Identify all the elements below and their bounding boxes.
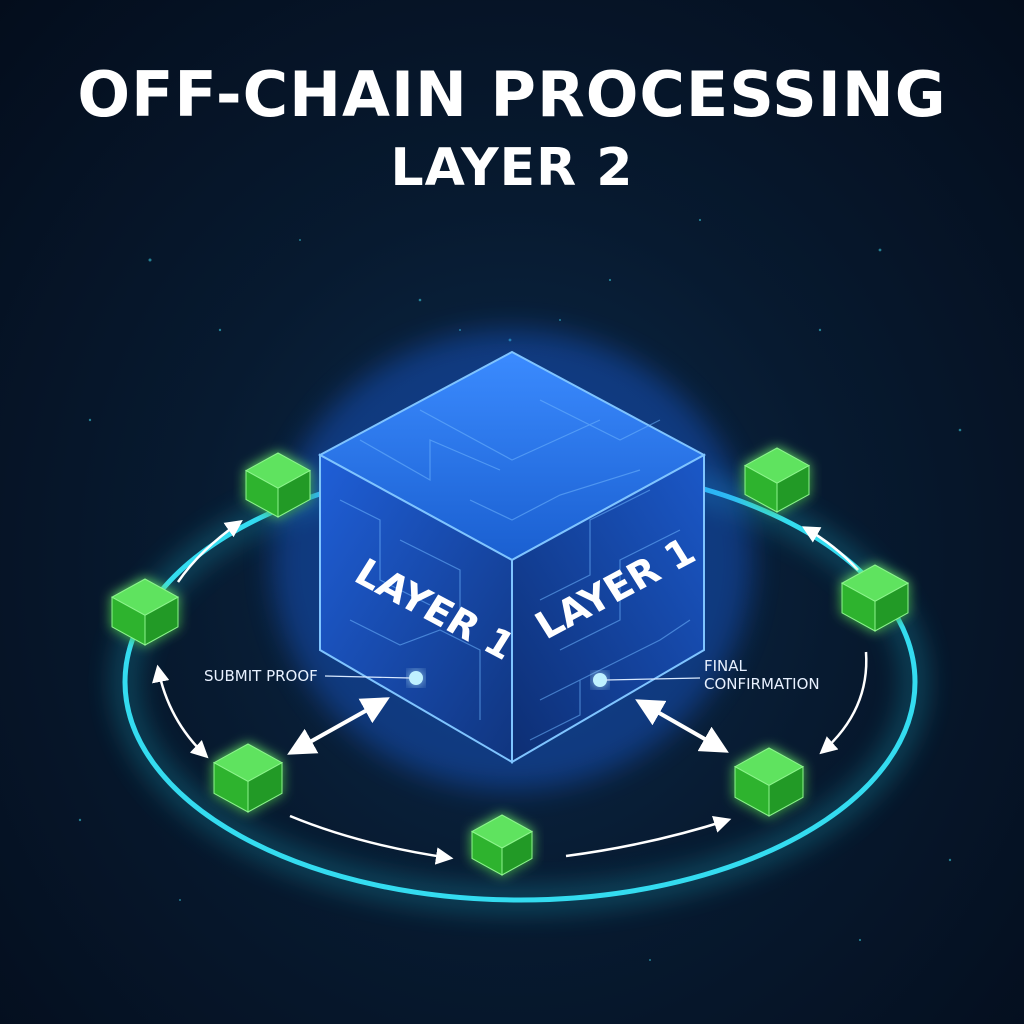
- green-node-face: [776, 464, 810, 513]
- cube-circuit-traces: [339, 399, 691, 741]
- final-confirmation-line2: CONFIRMATION: [704, 675, 820, 693]
- green-node-face: [247, 761, 283, 813]
- flow-arrow-2: [152, 664, 209, 759]
- submit-port: [409, 671, 423, 685]
- green-node-face: [144, 596, 179, 646]
- ring-flow-arrows: [152, 519, 868, 865]
- submit-arrow: [287, 697, 390, 755]
- final-leader-line: [605, 677, 701, 681]
- green-node-5: [743, 447, 811, 513]
- green-node-4: [470, 814, 534, 876]
- green-nodes: [110, 447, 910, 876]
- flow-arrow-5: [819, 651, 868, 755]
- background-particles: [78, 218, 962, 961]
- green-node-6: [840, 564, 910, 632]
- green-node-7: [733, 747, 805, 817]
- flow-arrow-4: [565, 815, 732, 858]
- page-subtitle: LAYER 2: [390, 138, 634, 198]
- confirm-port: [593, 673, 607, 687]
- green-node-3: [212, 743, 284, 813]
- confirm-arrow: [635, 699, 729, 753]
- green-node-face: [277, 469, 311, 518]
- green-node-2: [110, 578, 180, 646]
- final-confirmation-line1: FINAL: [704, 657, 747, 675]
- green-node-1: [244, 452, 312, 518]
- flow-arrow-6: [801, 526, 859, 571]
- green-node-face: [768, 765, 804, 817]
- flow-arrow-1: [176, 519, 243, 583]
- page-title: OFF-CHAIN PROCESSING: [77, 58, 947, 131]
- central-cube: LAYER 1 LAYER 1: [317, 350, 707, 764]
- submit-leader-line: [324, 675, 411, 679]
- green-node-face: [501, 830, 533, 876]
- green-node-face: [874, 582, 909, 632]
- final-confirmation-label: FINAL CONFIRMATION: [704, 657, 820, 693]
- cube-right-face: [511, 453, 705, 764]
- flow-arrow-3: [289, 814, 454, 865]
- submit-proof-label: SUBMIT PROOF: [204, 667, 318, 685]
